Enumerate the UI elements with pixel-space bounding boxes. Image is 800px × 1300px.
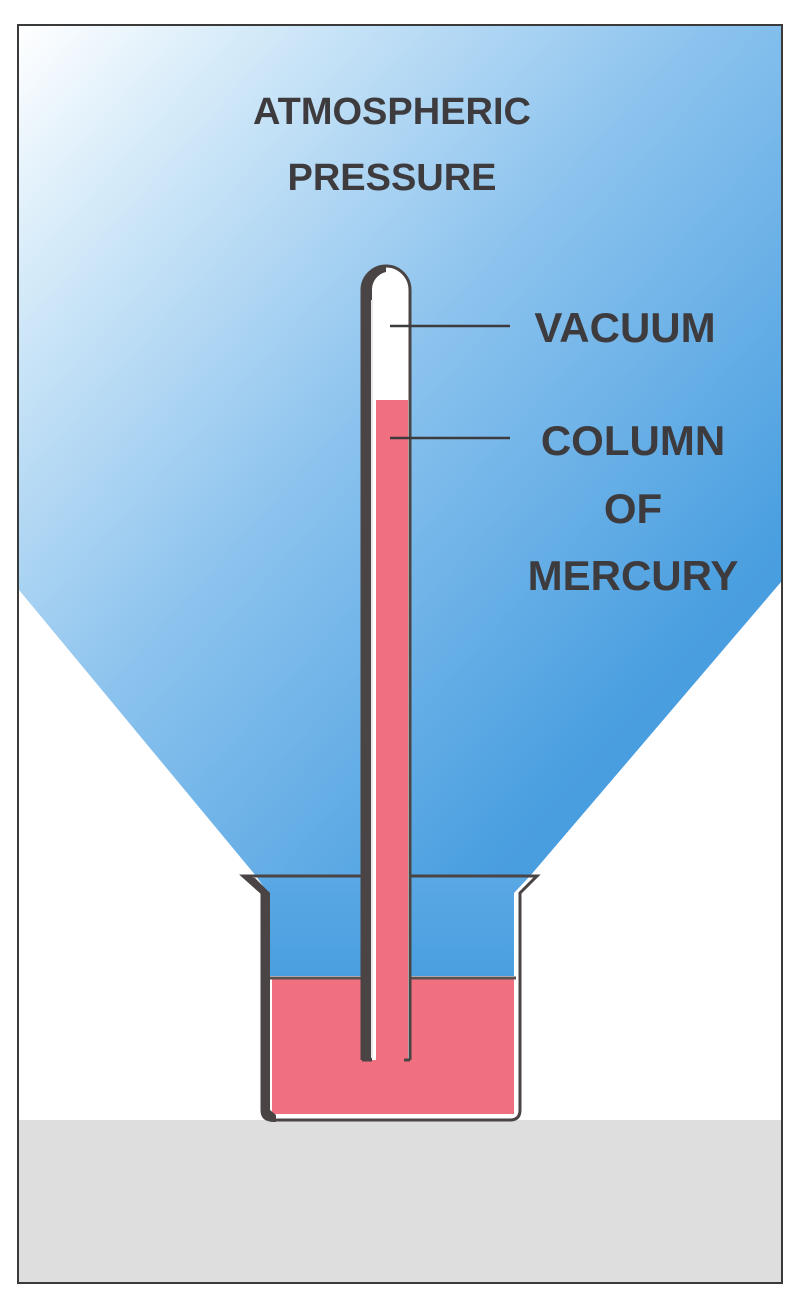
vacuum-label: VACUUM [534, 304, 715, 351]
tube-left-wall [362, 266, 386, 1060]
column-label-line-2: OF [604, 485, 662, 532]
table-surface [19, 1120, 781, 1282]
column-label-line-3: MERCURY [528, 552, 739, 599]
column-label-line-1: COLUMN [541, 417, 725, 464]
title-line-2: PRESSURE [287, 157, 496, 199]
tube-vacuum [376, 285, 408, 400]
beaker-wall-shadow [243, 876, 276, 1122]
title-line-1: ATMOSPHERIC [253, 91, 531, 133]
mercury-column [376, 400, 408, 1060]
